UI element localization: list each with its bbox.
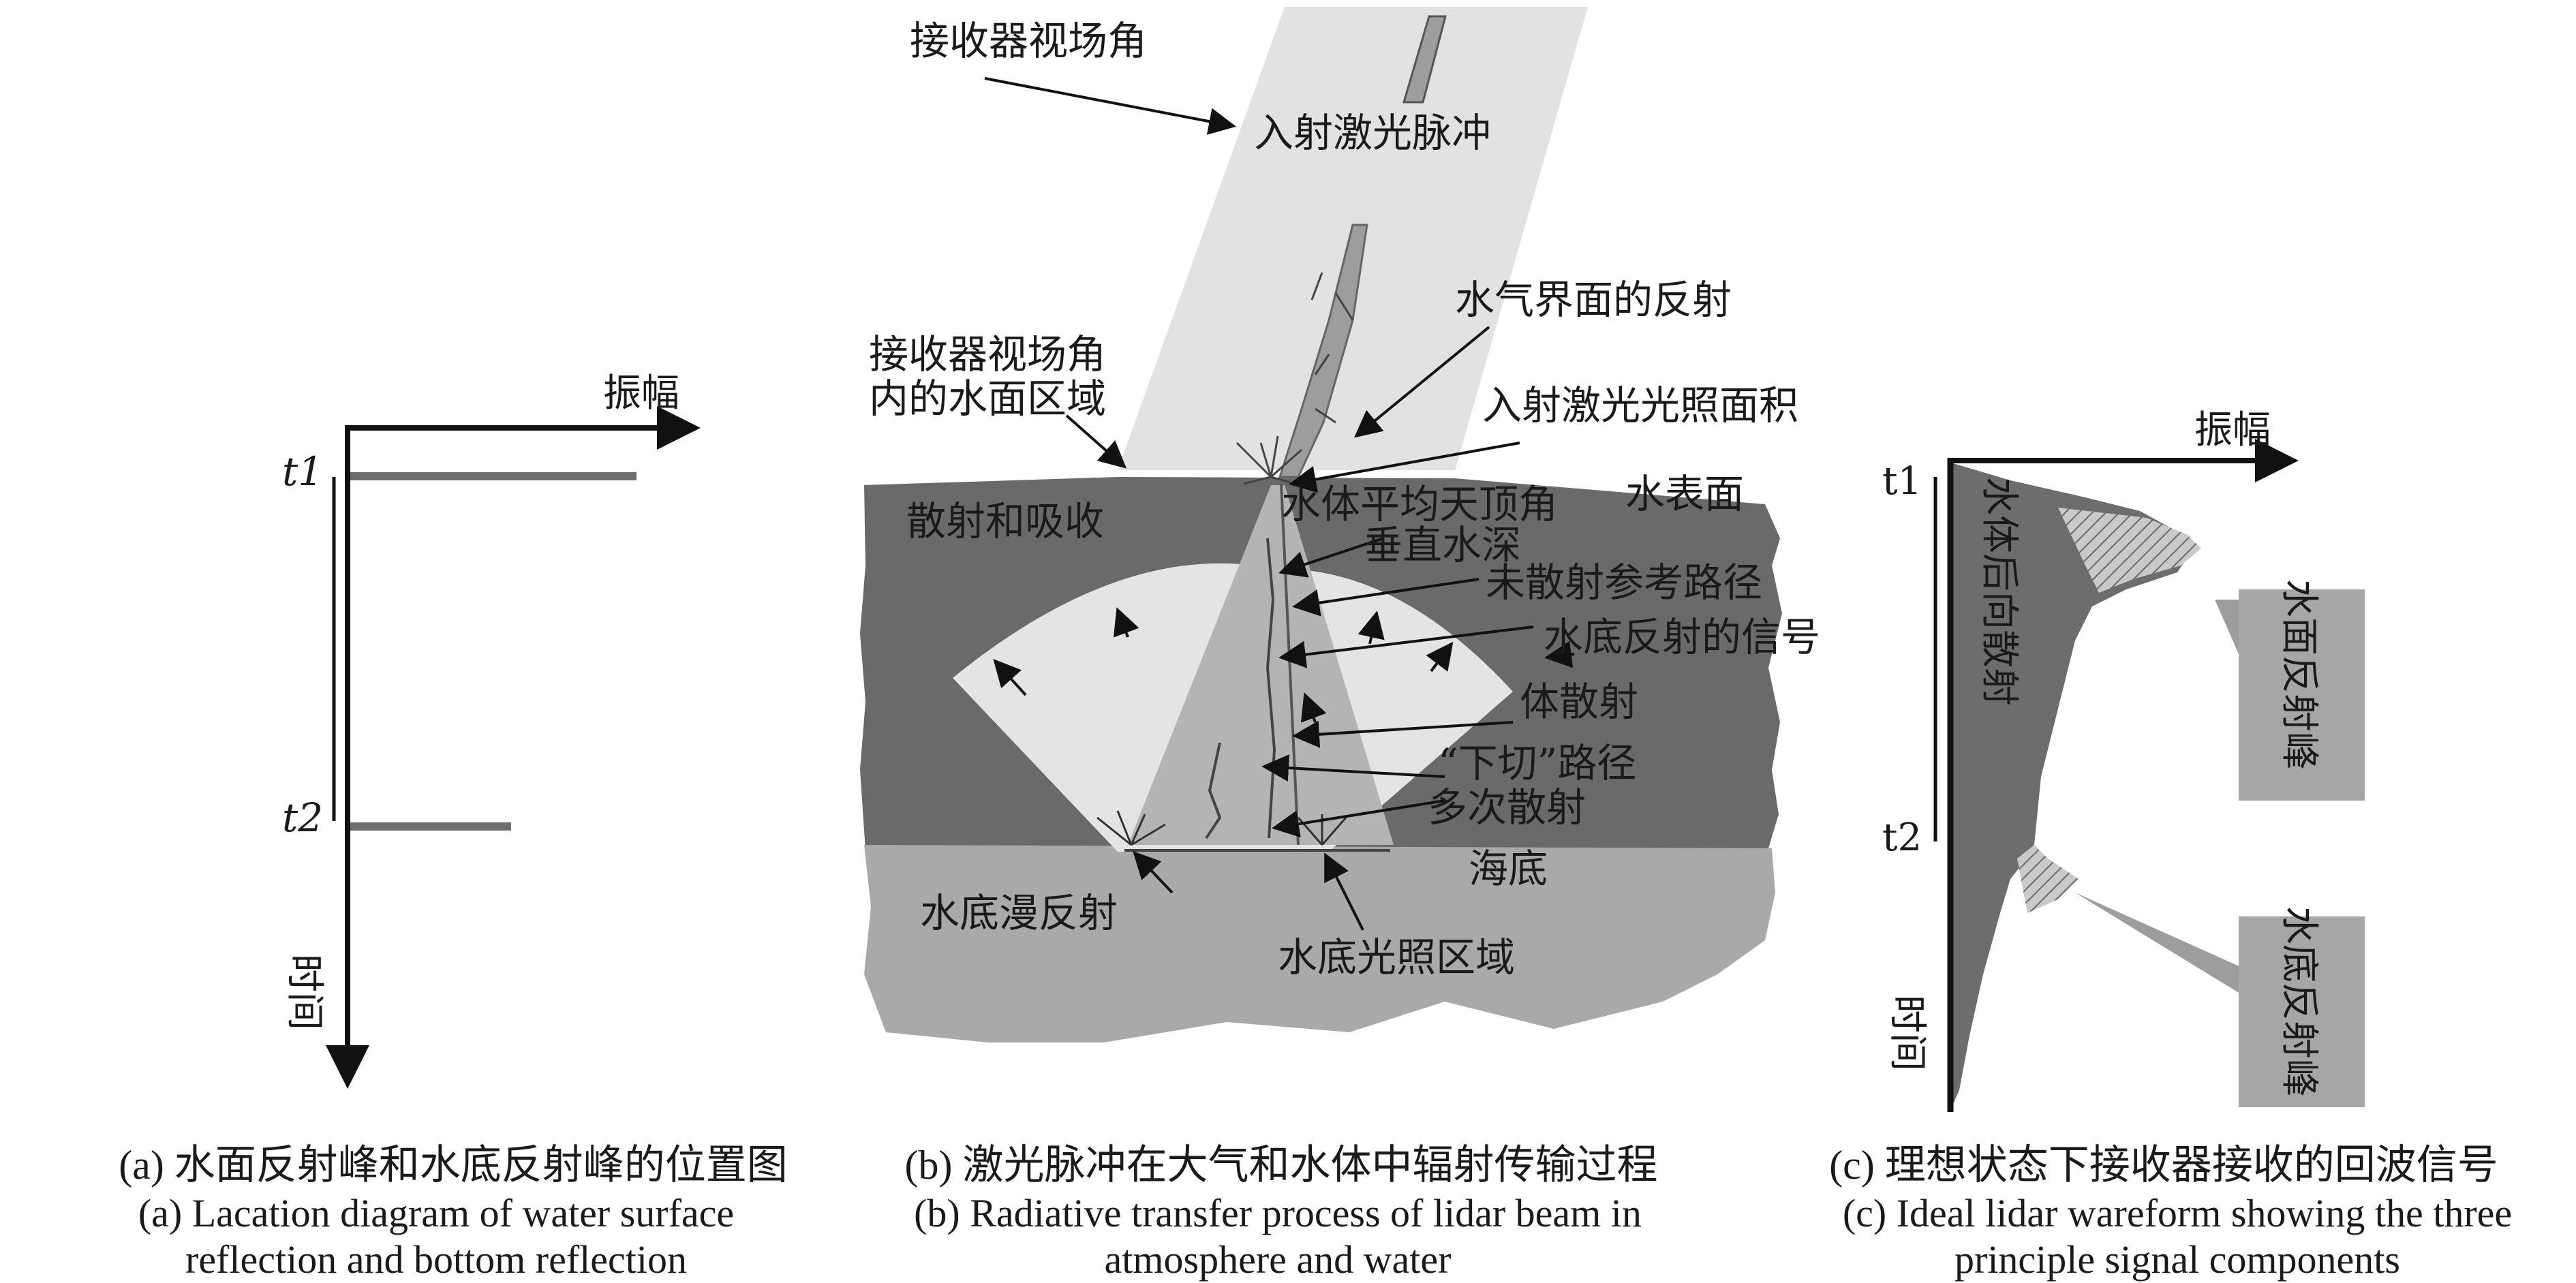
label-volume-scatter: 体散射	[1520, 679, 1638, 725]
panel-b: 接收器视场角 入射激光脉冲 水气界面的反射 接收器视场角 内的水面区域 入射激光…	[860, 7, 1820, 1042]
label-incident-pulse: 入射激光脉冲	[1254, 110, 1491, 156]
label-multi-scatter: 多次散射	[1428, 784, 1586, 831]
label-water-surface: 水表面	[1625, 471, 1744, 517]
label-scatter-absorb: 散射和吸收	[906, 498, 1104, 544]
label-bottom-signal: 水底反射的信号	[1544, 614, 1820, 660]
a-t1-label: t1	[282, 448, 323, 495]
label-seabed: 海底	[1469, 846, 1548, 892]
label-unscattered-path: 未散射参考路径	[1486, 559, 1762, 606]
a-surface-peak-bar	[350, 472, 637, 480]
caption-c-cn: (c) 理想状态下接收器接收的回波信号	[1829, 1143, 2498, 1188]
caption-c-en-1: (c) Ideal lidar wareform showing the thr…	[1843, 1191, 2512, 1235]
c-time-label: 时间	[1885, 995, 1929, 1071]
surface-peak-wedge	[2215, 600, 2242, 654]
caption-a-en-1: (a) Lacation diagram of water surface	[138, 1191, 734, 1235]
label-fov-water-area-2: 内的水面区域	[869, 375, 1106, 422]
a-bottom-peak-bar	[350, 822, 511, 831]
c-bottom-peak-label: 水底反射峰	[2277, 906, 2321, 1097]
c-t1-label: t1	[1882, 459, 1922, 504]
caption-b-en-2: atmosphere and water	[1105, 1237, 1452, 1282]
caption-b-en-1: (b) Radiative transfer process of lidar …	[914, 1191, 1642, 1235]
bottom-peak-hatch	[2017, 845, 2079, 913]
label-air-water-reflection: 水气界面的反射	[1455, 277, 1732, 323]
a-time-label: 时间	[282, 954, 326, 1030]
label-mean-zenith: 水体平均天顶角	[1281, 481, 1558, 527]
label-receiver-fov: 接收器视场角	[910, 18, 1147, 64]
c-amplitude-label: 振幅	[2194, 408, 2271, 452]
label-bottom-illuminated: 水底光照区域	[1278, 934, 1515, 980]
c-surface-peak-label: 水面反射峰	[2277, 579, 2321, 770]
label-fov-water-area-1: 接收器视场角	[869, 331, 1106, 377]
label-incident-footprint: 入射激光光照面积	[1482, 382, 1798, 429]
caption-c-en-2: principle signal components	[1954, 1237, 2400, 1282]
panel-a: 振幅 t1 t2 时间	[282, 371, 695, 1083]
a-amplitude-label: 振幅	[603, 371, 679, 416]
panel-c: 振幅 t1 t2 时间 水体后向散射 水面反射峰 水底反射峰	[1882, 408, 2365, 1112]
c-backscatter-label: 水体后向散射	[1977, 477, 2021, 706]
bottom-peak-wedge	[2075, 893, 2242, 995]
a-t2-label: t2	[282, 794, 323, 841]
caption-a-en-2: reflection and bottom reflection	[185, 1237, 687, 1282]
label-bottom-diffuse: 水底漫反射	[920, 890, 1118, 936]
label-undercut-path: “下切”路径	[1438, 740, 1636, 786]
captions: (a) 水面反射峰和水底反射峰的位置图 (a) Lacation diagram…	[119, 1143, 2512, 1282]
c-t2-label: t2	[1882, 816, 1922, 860]
caption-b-cn: (b) 激光脉冲在大气和水体中辐射传输过程	[905, 1143, 1658, 1188]
caption-a-cn: (a) 水面反射峰和水底反射峰的位置图	[119, 1143, 788, 1188]
